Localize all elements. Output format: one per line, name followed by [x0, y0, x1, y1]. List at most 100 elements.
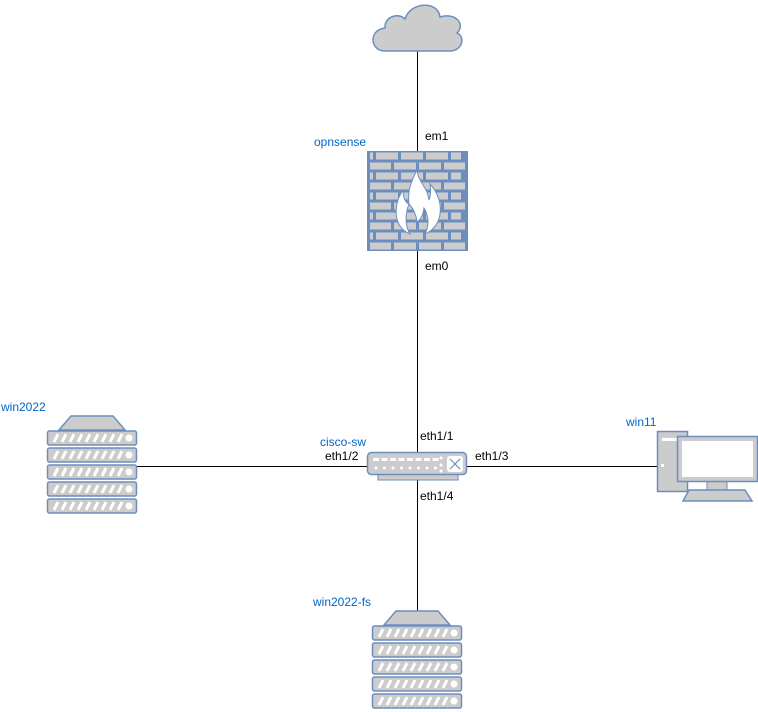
vent: [52, 433, 60, 443]
brick: [370, 152, 373, 160]
vent: [409, 679, 417, 689]
vent: [377, 628, 385, 638]
server-led: [125, 502, 133, 510]
server-unit: [46, 464, 138, 480]
power-led: [661, 464, 664, 467]
vent: [116, 484, 124, 494]
vent: [385, 662, 393, 672]
vent: [100, 467, 108, 477]
vent: [441, 679, 449, 689]
vent: [425, 696, 433, 706]
vent: [401, 679, 409, 689]
vent: [60, 433, 68, 443]
switch-led: [439, 456, 443, 460]
firewall-icon[interactable]: [367, 151, 468, 251]
brick: [376, 192, 398, 200]
drive-bay: [662, 438, 682, 441]
switch-port: [407, 458, 413, 461]
vent: [401, 696, 409, 706]
server-unit: [371, 676, 463, 692]
monitor-screen: [682, 441, 753, 477]
switch-led: [439, 469, 443, 473]
vent: [60, 484, 68, 494]
server-icon[interactable]: [46, 415, 138, 514]
vent: [393, 645, 401, 655]
vent: [116, 501, 124, 511]
vent: [92, 467, 100, 477]
switch-led: [391, 466, 395, 470]
vent: [108, 484, 116, 494]
brick: [370, 192, 373, 200]
port-em0: em0: [425, 259, 449, 273]
server-led: [125, 485, 133, 493]
vent: [433, 696, 441, 706]
switch-led: [400, 466, 403, 470]
server-unit: [46, 481, 138, 497]
brick: [419, 242, 441, 250]
brick: [376, 172, 398, 180]
brick: [451, 172, 461, 180]
brick: [401, 152, 423, 160]
brick: [451, 212, 461, 220]
brick: [426, 172, 448, 180]
brick: [401, 172, 423, 180]
vent: [92, 484, 100, 494]
cloud-icon[interactable]: [372, 4, 463, 52]
vent: [417, 645, 425, 655]
switch-led: [374, 466, 378, 470]
vent: [409, 696, 417, 706]
vent: [433, 679, 441, 689]
switch-icon[interactable]: [366, 451, 468, 481]
server-label-win2022-fs: win2022-fs: [313, 595, 372, 609]
vent: [52, 450, 60, 460]
server-icon[interactable]: [371, 610, 463, 709]
brick: [451, 192, 461, 200]
vent: [52, 467, 60, 477]
brick: [444, 202, 465, 210]
server-led: [450, 663, 458, 671]
vent: [76, 467, 84, 477]
vent: [76, 501, 84, 511]
vent: [401, 645, 409, 655]
brick: [370, 212, 373, 220]
vent: [116, 433, 124, 443]
vent: [100, 433, 108, 443]
switch-port: [432, 458, 439, 461]
vent: [68, 484, 76, 494]
server-led: [125, 468, 133, 476]
vent: [108, 433, 116, 443]
brick: [370, 202, 391, 210]
brick: [394, 182, 416, 190]
pc-label-win11: win11: [626, 415, 657, 429]
vent: [425, 645, 433, 655]
vent: [393, 679, 401, 689]
vent: [52, 484, 60, 494]
brick: [370, 172, 373, 180]
server-unit: [46, 498, 138, 514]
vent: [377, 645, 385, 655]
brick: [376, 232, 398, 240]
switch-led: [425, 466, 429, 470]
vent: [433, 628, 441, 638]
vent: [377, 679, 385, 689]
brick: [370, 182, 391, 190]
port-eth1-3: eth1/3: [475, 449, 509, 463]
vent: [76, 450, 84, 460]
server-unit: [371, 693, 463, 709]
vent: [84, 484, 92, 494]
brick: [376, 212, 398, 220]
brick: [444, 242, 465, 250]
desktop-pc-icon[interactable]: [656, 430, 758, 502]
brick: [370, 162, 391, 170]
vent: [377, 696, 385, 706]
vent: [100, 484, 108, 494]
vent: [385, 679, 393, 689]
vent: [68, 433, 76, 443]
vent: [441, 696, 449, 706]
brick: [370, 222, 391, 230]
server-led: [450, 646, 458, 654]
vent: [393, 662, 401, 672]
vent: [60, 501, 68, 511]
